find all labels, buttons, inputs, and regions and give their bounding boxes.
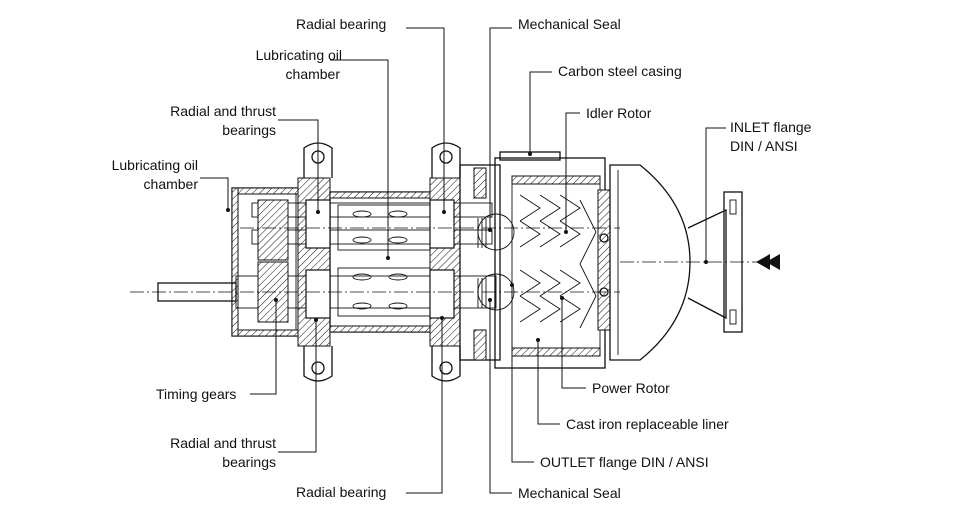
label-lub-oil-chamber-top-line2: chamber: [285, 66, 340, 82]
label-lub-oil-chamber-left-line2: chamber: [143, 176, 198, 192]
label-inlet-flange-line2: DIN / ANSI: [730, 138, 798, 154]
label-radial-thrust-bottom-line2: bearings: [222, 454, 276, 470]
label-carbon-steel-casing: Carbon steel casing: [558, 63, 682, 79]
label-lub-oil-chamber-top: Lubricating oil chamber: [226, 46, 342, 84]
label-idler-rotor: Idler Rotor: [586, 105, 652, 121]
leader-dots: [226, 152, 708, 342]
label-power-rotor: Power Rotor: [592, 380, 670, 396]
label-radial-thrust-bottom-line1: Radial and thrust: [170, 435, 276, 451]
shafts: [130, 199, 760, 323]
leader-lines: [200, 27, 726, 494]
label-radial-thrust-top-line2: bearings: [222, 122, 276, 138]
label-mechanical-seal-top: Mechanical Seal: [518, 16, 621, 32]
label-mechanical-seal-bottom: Mechanical Seal: [518, 485, 621, 501]
label-inlet-flange-line1: INLET flange: [730, 119, 812, 135]
label-radial-bearing-top: Radial bearing: [296, 16, 387, 32]
label-inlet-flange: INLET flange DIN / ANSI: [730, 118, 811, 156]
label-radial-thrust-bottom: Radial and thrust bearings: [150, 434, 276, 472]
label-outlet-flange: OUTLET flange DIN / ANSI: [540, 454, 709, 470]
right-flange: [429, 142, 461, 382]
inlet-cover: [609, 164, 743, 361]
seal-housing: [459, 164, 515, 361]
label-timing-gears: Timing gears: [156, 386, 237, 402]
label-lub-oil-chamber-left-line1: Lubricating oil: [111, 157, 198, 173]
label-lub-oil-chamber-top-line1: Lubricating oil: [255, 47, 342, 63]
flow-arrow-left-icon: [756, 254, 780, 270]
middle-body: [329, 191, 439, 333]
label-radial-thrust-top: Radial and thrust bearings: [150, 102, 276, 140]
label-cast-iron-liner: Cast iron replaceable liner: [566, 416, 729, 432]
label-radial-bearing-bottom: Radial bearing: [296, 484, 387, 500]
left-flange: [297, 142, 333, 382]
label-radial-thrust-top-line1: Radial and thrust: [170, 103, 276, 119]
label-lub-oil-chamber-left: Lubricating oil chamber: [94, 156, 198, 194]
